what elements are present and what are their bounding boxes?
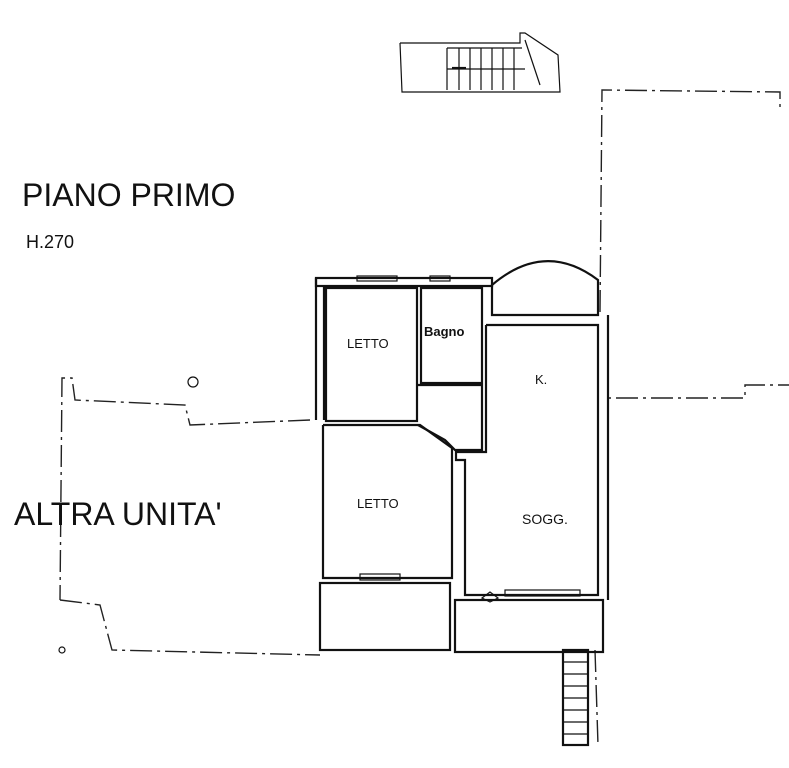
room-label-kitchen: K. bbox=[535, 372, 547, 387]
apartment-walls bbox=[314, 260, 610, 654]
room-label-letto-1: LETTO bbox=[347, 336, 389, 351]
floor-title: PIANO PRIMO bbox=[22, 177, 235, 213]
room-label-soggiorno: SOGG. bbox=[522, 511, 568, 527]
other-unit-label: ALTRA UNITA' bbox=[14, 496, 222, 532]
lower-staircase bbox=[561, 648, 590, 747]
room-label-bagno: Bagno bbox=[424, 324, 465, 339]
upper-staircase bbox=[399, 32, 561, 93]
room-label-letto-2: LETTO bbox=[357, 496, 399, 511]
height-label: H.270 bbox=[26, 232, 74, 252]
